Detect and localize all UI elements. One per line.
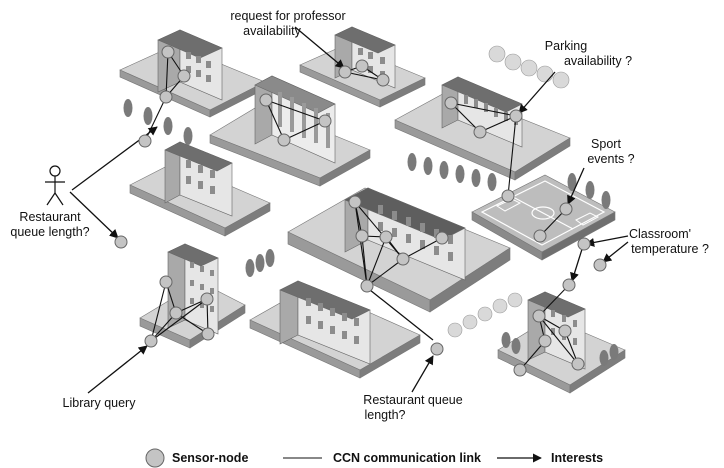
sensor-node-icon bbox=[532, 309, 546, 323]
sensor-node-icon bbox=[159, 90, 173, 104]
sensor-node-icon bbox=[379, 230, 393, 244]
sensor-node-icon bbox=[355, 59, 369, 73]
label-classroom-line1: Classroom' bbox=[629, 227, 691, 241]
sensor-nodes bbox=[114, 45, 607, 377]
building-bottom-center bbox=[279, 280, 371, 365]
building-top-left bbox=[157, 29, 223, 101]
label-parking-line1: Parking bbox=[545, 39, 587, 53]
sensor-node-icon bbox=[571, 357, 585, 371]
legend: Sensor-node CCN communication link Inter… bbox=[145, 448, 603, 468]
building-top-right-palace bbox=[441, 76, 523, 148]
sensor-node-icon bbox=[559, 202, 573, 216]
sensor-node-icon bbox=[376, 73, 390, 87]
sensor-node-icon bbox=[562, 278, 576, 292]
sensor-node-icon bbox=[169, 306, 183, 320]
legend-link-label: CCN communication link bbox=[333, 451, 481, 465]
label-professor-line1: request for professor bbox=[230, 9, 345, 23]
building-top-center bbox=[334, 26, 396, 89]
label-parking-line2: availability ? bbox=[564, 54, 632, 68]
building-left-middle bbox=[164, 141, 233, 217]
sensor-node-icon bbox=[161, 45, 175, 59]
sensor-node-icon bbox=[430, 342, 444, 356]
sensor-node-icon bbox=[277, 133, 291, 147]
sensor-node-icon bbox=[533, 229, 547, 243]
sensor-node-icon bbox=[435, 231, 449, 245]
sensor-node-icon bbox=[138, 134, 152, 148]
sensor-node-icon bbox=[201, 327, 215, 341]
label-restaurant-bottom-line2: length? bbox=[364, 408, 405, 422]
sensor-node-icon bbox=[538, 334, 552, 348]
legend-interest-label: Interests bbox=[551, 451, 603, 465]
legend-sensor-label: Sensor-node bbox=[172, 451, 248, 465]
sensor-node-icon bbox=[558, 324, 572, 338]
sensor-node-icon bbox=[114, 235, 128, 249]
label-sport-line2: events ? bbox=[587, 152, 634, 166]
label-library: Library query bbox=[63, 396, 137, 410]
sensor-node-icon bbox=[177, 69, 191, 83]
building-tall-center-left bbox=[254, 75, 336, 164]
label-restaurant-left-line2: queue length? bbox=[10, 225, 89, 239]
annotation-labels: request for professor availability Parki… bbox=[10, 9, 709, 422]
label-restaurant-bottom-line1: Restaurant queue bbox=[363, 393, 462, 407]
sensor-node-icon bbox=[200, 292, 214, 306]
sensor-node-icon bbox=[259, 93, 273, 107]
trees bbox=[123, 99, 619, 366]
sensor-node-icon bbox=[593, 258, 607, 272]
person-icon bbox=[45, 165, 65, 206]
label-restaurant-left-line1: Restaurant bbox=[19, 210, 81, 224]
label-professor-line2: availability bbox=[243, 24, 301, 38]
legend-sensor-node-icon bbox=[145, 448, 165, 468]
sensor-node-icon bbox=[396, 252, 410, 266]
sensor-node-icon bbox=[501, 189, 515, 203]
sensor-node-icon bbox=[577, 237, 591, 251]
sensor-node-icon bbox=[338, 65, 352, 79]
building-central bbox=[344, 187, 466, 281]
sensor-node-icon bbox=[355, 229, 369, 243]
sensor-node-icon bbox=[444, 96, 458, 110]
sensor-node-icon bbox=[159, 275, 173, 289]
sensor-node-icon bbox=[473, 125, 487, 139]
sensor-node-icon bbox=[144, 334, 158, 348]
label-sport-line1: Sport bbox=[591, 137, 621, 151]
sensor-node-icon bbox=[509, 109, 523, 123]
interest-arrows bbox=[69, 26, 629, 394]
building-tall-bottom-left bbox=[167, 243, 219, 335]
sensor-node-icon bbox=[513, 363, 527, 377]
sensor-node-icon bbox=[318, 114, 332, 128]
sensor-node-icon bbox=[360, 279, 374, 293]
sensor-node-icon bbox=[348, 195, 362, 209]
label-classroom-line2: temperature ? bbox=[631, 242, 709, 256]
